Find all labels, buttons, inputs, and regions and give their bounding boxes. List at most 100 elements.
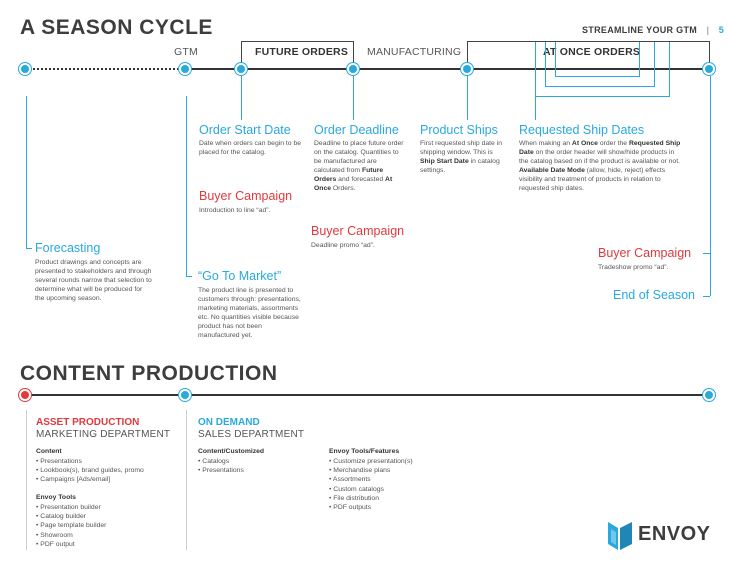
go-to-market-text: The product line is presented to custome… — [198, 287, 301, 339]
demand-sub: SALES DEPARTMENT — [198, 429, 305, 440]
product-ships-bold-1: Ship Start Date — [420, 158, 469, 165]
phase-box-at-once-orders — [467, 41, 710, 68]
phase-box-future-orders — [241, 41, 354, 68]
timeline-dot-order-start — [235, 63, 247, 75]
list-item-text: Presentations — [40, 458, 82, 465]
demand-heading: ON DEMAND — [198, 417, 260, 428]
asset-heading: ASSET PRODUCTION — [36, 417, 140, 428]
demand-content-label: Content/Customized — [198, 448, 265, 455]
product-ships-text-2: in catalog settings. — [420, 158, 500, 174]
requested-ship-text-1: When making an — [519, 140, 572, 147]
requested-ship-text: When making an At Once order the Request… — [519, 139, 685, 193]
bracket-inner-left — [555, 42, 556, 77]
order-deadline-bold-2: At Once — [314, 176, 393, 192]
buyer-campaign-1-text: Introduction to line “ad”. — [199, 207, 271, 214]
list-item-text: Catalog builder — [40, 513, 87, 521]
header-right: STREAMLINE YOUR GTM | 5 — [582, 20, 724, 38]
bracket-middle-left — [545, 42, 546, 87]
timeline-dot-end-of-season — [703, 63, 715, 75]
envoy-logo-text: ENVOY — [638, 523, 711, 545]
list-item: • PDF outputs — [329, 504, 372, 512]
list-item: • Page template builder — [36, 522, 107, 530]
list-item-text: Presentation builder — [40, 504, 101, 511]
page-number: 5 — [718, 25, 724, 35]
connector-go-to-market-tick — [186, 276, 192, 277]
header-separator: | — [706, 25, 710, 35]
list-item: • Presentations — [36, 458, 82, 465]
connector-order-start — [241, 76, 242, 120]
phase-future-orders: FUTURE ORDERS — [255, 46, 349, 58]
list-item-text: Showroom — [40, 531, 73, 539]
connector-order-deadline — [353, 76, 354, 120]
list-item: • Campaigns [Ads/email] — [36, 476, 111, 484]
asset-content-list: • Presentations • Lookbook(s), brand gui… — [36, 457, 144, 485]
page-title: A SEASON CYCLE — [20, 16, 213, 39]
list-item: • Assortments — [329, 476, 371, 484]
asset-tools-list: • Presentation builder • Catalog builder… — [36, 503, 106, 549]
timeline-dotted-segment — [26, 68, 186, 70]
buyer-campaign-3-text: Tradeshow promo “ad”. — [598, 264, 669, 271]
demand-content-list: • Catalogs • Presentations — [198, 457, 244, 475]
content-production-title: CONTENT PRODUCTION — [20, 362, 278, 385]
product-ships-title: Product Ships — [420, 123, 498, 137]
timeline-dot-order-deadline — [347, 63, 359, 75]
content-dot-demand — [179, 389, 191, 401]
product-ships-text: First requested ship date in shipping wi… — [420, 139, 508, 175]
connector-forecasting-tick — [26, 248, 32, 249]
connector-forecasting — [26, 96, 27, 248]
content-dot-asset — [19, 389, 31, 401]
list-item: • Catalog builder — [36, 513, 87, 521]
go-to-market-title: “Go To Market” — [198, 269, 282, 283]
connector-buyer-campaign-3-tick — [703, 253, 710, 254]
section-name: STREAMLINE YOUR GTM — [582, 25, 698, 35]
demand-divider — [186, 410, 187, 550]
demand-tools-list: • Customize presentation(s) • Merchandis… — [329, 457, 413, 512]
list-item: • Presentation builder — [36, 504, 101, 511]
demand-tools-label: Envoy Tools/Features — [329, 448, 400, 455]
list-item-text: Presentations — [202, 467, 244, 475]
content-timeline — [26, 394, 710, 396]
bracket-inner — [555, 42, 640, 77]
season-timeline — [186, 68, 710, 70]
end-of-season-title: End of Season — [613, 288, 696, 302]
order-deadline-text: Deadline to place future order on the ca… — [314, 139, 406, 193]
list-item-text: Campaigns [Ads/email] — [40, 476, 111, 484]
order-deadline-text-3: Orders. — [331, 185, 356, 192]
order-deadline-text-2: and forecasted — [336, 176, 386, 183]
list-item-text: PDF outputs — [333, 504, 372, 512]
envoy-logo: ENVOY — [608, 520, 720, 550]
list-item: • Showroom — [36, 531, 73, 539]
forecasting-title: Forecasting — [35, 241, 101, 255]
phase-at-once-orders: AT ONCE ORDERS — [543, 46, 641, 58]
envoy-logo-icon — [608, 522, 632, 550]
list-item-text: Lookbook(s), brand guides, promo — [40, 467, 144, 475]
timeline-dot-forecasting — [19, 63, 31, 75]
list-item: • Catalogs — [198, 458, 230, 465]
requested-ship-bold-1: At Once — [571, 140, 598, 147]
requested-ship-bold-3: Available Date Mode — [519, 167, 585, 174]
buyer-campaign-2-text: Deadline promo “ad”. — [311, 242, 375, 249]
connector-end-of-season-tick — [703, 296, 710, 297]
asset-sub: MARKETING DEPARTMENT — [36, 429, 171, 440]
asset-divider — [26, 410, 27, 550]
order-start-title: Order Start Date — [199, 123, 291, 137]
requested-ship-text-4: (allow, hide, reject) effects visibility… — [519, 167, 666, 192]
list-item-text: Custom catalogs — [333, 485, 384, 493]
list-item: • Lookbook(s), brand guides, promo — [36, 467, 144, 475]
buyer-campaign-2-title: Buyer Campaign — [311, 224, 405, 238]
list-item-text: PDF output — [40, 540, 75, 548]
asset-content-label: Content — [36, 448, 62, 455]
buyer-campaign-3-title: Buyer Campaign — [598, 246, 692, 260]
phase-manufacturing: MANUFACTURING — [367, 46, 462, 58]
order-deadline-title: Order Deadline — [314, 123, 399, 137]
phase-gtm: GTM — [174, 46, 198, 58]
list-item: • Customize presentation(s) — [329, 458, 413, 465]
buyer-campaign-1-title: Buyer Campaign — [199, 189, 293, 203]
list-item-text: Catalogs — [202, 458, 230, 465]
order-deadline-bold-1: Future Orders — [314, 167, 384, 183]
list-item: • File distribution — [329, 494, 379, 502]
list-item: • Merchandise plans — [329, 467, 391, 475]
product-ships-text-1: First requested ship date in shipping wi… — [420, 140, 502, 156]
requested-ship-text-3: on the order header will show/hide produ… — [519, 149, 680, 165]
connector-product-ships — [467, 76, 468, 120]
